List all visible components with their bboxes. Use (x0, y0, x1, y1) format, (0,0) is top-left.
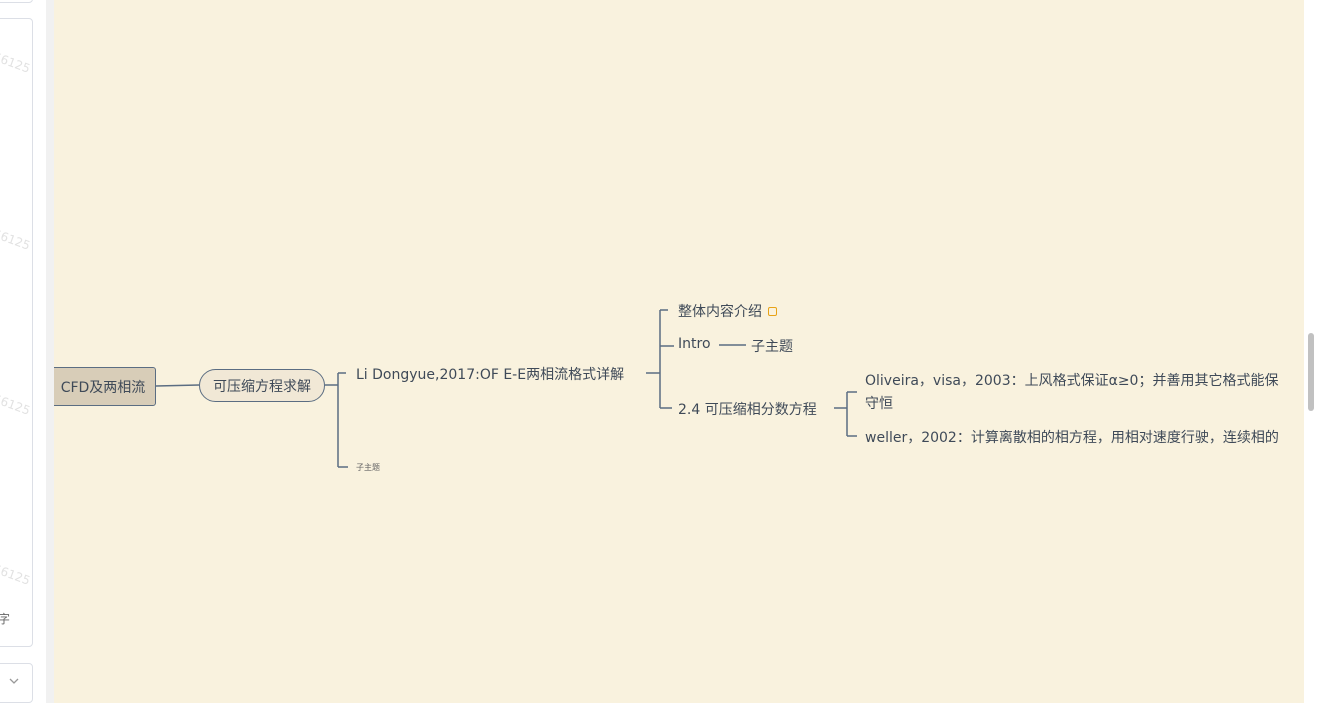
watermark-text: 556125 (0, 224, 33, 253)
root-topic[interactable]: CFD及两相流 (54, 367, 156, 406)
panel-divider[interactable] (46, 0, 54, 703)
note-icon[interactable] (768, 306, 777, 316)
topic-overview[interactable]: 整体内容介绍 (678, 301, 777, 321)
connector-lines (155, 309, 857, 468)
vertical-scrollbar[interactable] (1304, 0, 1324, 703)
sidebar-top-tab[interactable] (0, 0, 33, 3)
sidebar-panel: 556125 556125 556125 556125 (0, 18, 33, 647)
leaf-oliveira-line2: 守恒 (865, 396, 893, 412)
subtopic-placeholder[interactable]: 子主题 (356, 463, 380, 472)
watermark-text: 556125 (0, 47, 33, 76)
leaf-weller[interactable]: weller，2002：计算离散相的相方程，用相对速度行驶，连续相的 (865, 430, 1279, 446)
topic-overview-label: 整体内容介绍 (678, 304, 762, 320)
left-sidebar: 556125 556125 556125 556125 字 (0, 0, 46, 703)
watermark-text: 556125 (0, 389, 33, 418)
leaf-oliveira[interactable]: Oliveira，visa，2003：上风格式保证α≥0；并善用其它格式能保 守… (865, 370, 1278, 413)
leaf-oliveira-line1: Oliveira，visa，2003：上风格式保证α≥0；并善用其它格式能保 (865, 373, 1279, 389)
scrollbar-thumb[interactable] (1308, 333, 1314, 411)
subtopic-li-dongyue[interactable]: Li Dongyue,2017:OF E-E两相流格式详解 (356, 367, 625, 383)
watermark-text: 556125 (0, 559, 33, 588)
topic-compressible-phase-equation[interactable]: 2.4 可压缩相分数方程 (678, 402, 817, 418)
sidebar-dropdown[interactable] (0, 663, 33, 703)
main-topic[interactable]: 可压缩方程求解 (199, 369, 325, 402)
topic-intro-subtopic[interactable]: 子主题 (751, 339, 793, 355)
word-count-label: 字 (0, 612, 11, 626)
topic-intro[interactable]: Intro (678, 336, 711, 352)
mindmap-canvas[interactable]: CFD及两相流 可压缩方程求解 Li Dongyue,2017:OF E-E两相… (54, 0, 1304, 703)
chevron-down-icon (8, 675, 20, 690)
